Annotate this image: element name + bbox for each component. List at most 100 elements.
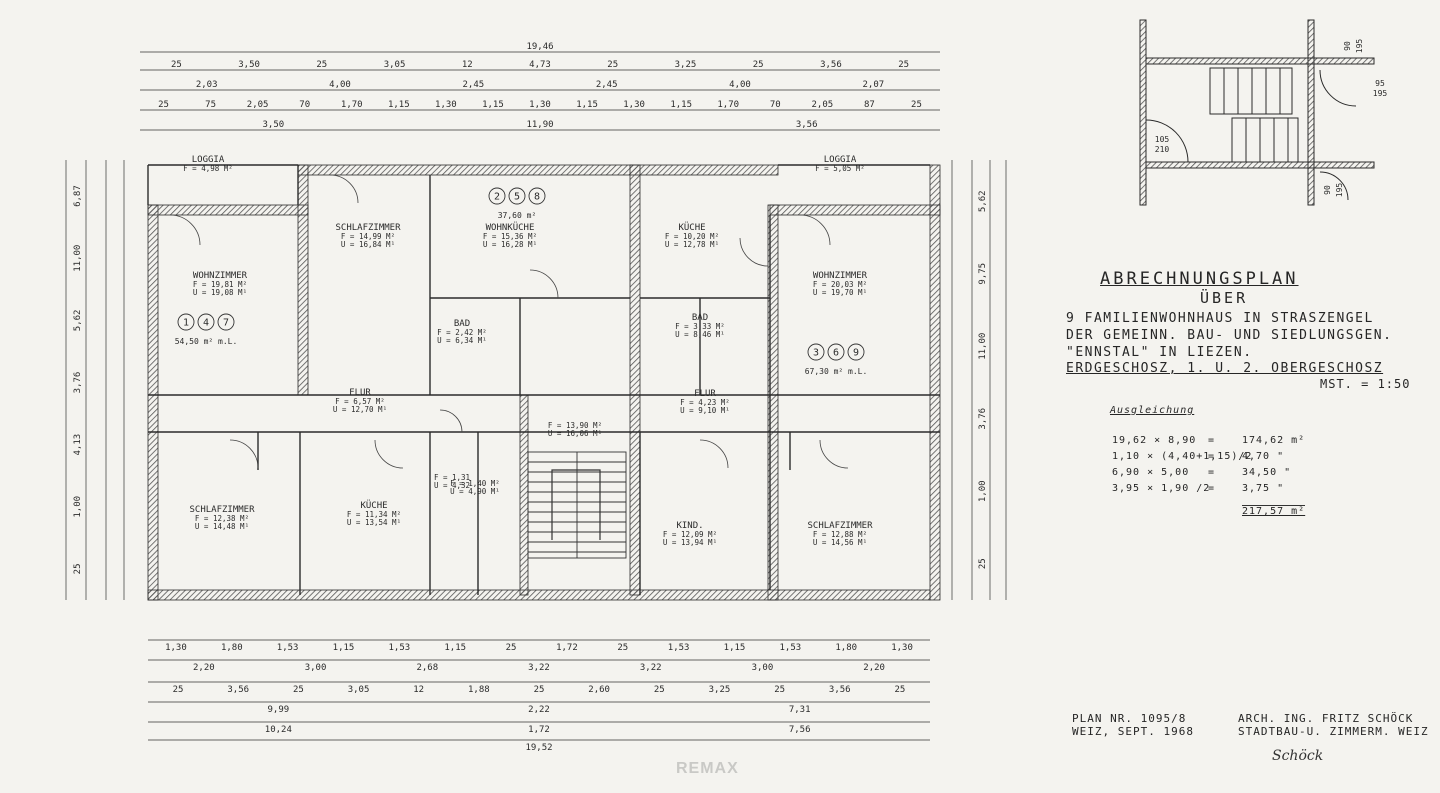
dim-bottom-row2: 2,20 (193, 663, 215, 673)
unit-digit: 1 (183, 318, 189, 329)
dim-top-row1: 25 (898, 60, 909, 70)
room-wc-b: F = 1,40 M²U = 4,90 M¹ (450, 479, 500, 496)
dim-right: 9,75 (978, 263, 988, 285)
room-area: F = 4,23 M² (680, 398, 730, 407)
dim-bottom-row1: 1,53 (389, 643, 411, 653)
room-stiege: F = 13,90 M²U = 16,06 M¹ (548, 421, 602, 438)
plan-subtitle: ÜBER (1200, 289, 1249, 307)
unit-digit: 5 (514, 192, 520, 203)
dim-top-row1: 25 (753, 60, 764, 70)
unit-circle (847, 343, 865, 361)
dim-top-row4: 3,50 (262, 120, 284, 130)
dim-top-row2: 2,07 (862, 80, 884, 90)
room-area: F = 5,05 M² (815, 164, 865, 173)
dim-top-row1: 3,05 (384, 60, 406, 70)
room-perimeter: U = 13,54 M¹ (347, 518, 401, 527)
unit-digit: 7 (223, 318, 229, 329)
dim-top-row3: 1,15 (576, 100, 598, 110)
unit-area-note: 67,30 m² m.L. (805, 367, 868, 376)
calc-expr-2: 1,10 × (4,40+1,15)/2 (1112, 451, 1253, 462)
room-perimeter: U = 14,48 M¹ (195, 522, 249, 531)
dim-top-row1: 25 (171, 60, 182, 70)
room-area: F = 20,03 M² (813, 280, 867, 289)
dim-top-row1: 3,50 (238, 60, 260, 70)
room-area: F = 10,20 M² (665, 232, 719, 241)
room-name: KÜCHE (360, 500, 387, 511)
title-line-4: ERDGESCHOSZ, 1. U. 2. OBERGESCHOSZ (1066, 361, 1384, 376)
stair-detail-dim: 195 (1373, 89, 1388, 98)
dim-bottom-row2: 3,00 (305, 663, 327, 673)
dim-bottom-row3: 25 (293, 685, 304, 695)
room-area: F = 13,90 M² (548, 421, 602, 430)
title-line-2: DER GEMEINN. BAU- UND SIEDLUNGSGEN. (1066, 328, 1393, 343)
dim-bottom-row3: 3,05 (348, 685, 370, 695)
room-perimeter: U = 4,90 M¹ (450, 487, 500, 496)
room-name: WOHNKÜCHE (486, 222, 535, 233)
room-area: F = 12,38 M² (195, 514, 249, 523)
dim-top-row3: 1,70 (717, 100, 739, 110)
dim-top-row3: 87 (864, 100, 875, 110)
room-perimeter: U = 19,70 M¹ (813, 288, 867, 297)
dim-bottom-row1: 1,15 (444, 643, 466, 653)
dim-bottom-row2: 2,20 (863, 663, 885, 673)
scale-label: MST. = 1:50 (1320, 377, 1411, 391)
dim-bottom-row4: 9,99 (267, 705, 289, 715)
unit-circle (217, 313, 235, 331)
dim-top-row2: 4,00 (329, 80, 351, 90)
calc-result-1: 174,62 m² (1242, 435, 1306, 446)
dim-bottom-row1: 1,80 (221, 643, 243, 653)
unit-digit: 6 (833, 348, 839, 359)
unit-circle (488, 187, 506, 205)
room-name: FLUR (349, 388, 371, 398)
room-perimeter: U = 16,28 M¹ (483, 240, 537, 249)
dim-top-row3: 1,70 (341, 100, 363, 110)
dim-bottom-row1: 1,30 (165, 643, 187, 653)
unit-area-note: 37,60 m² (498, 211, 537, 220)
dim-top-row4: 11,90 (526, 120, 553, 130)
room-area: F = 4,98 M² (183, 164, 233, 173)
dim-left: 6,87 (73, 185, 83, 207)
room-area: F = 11,34 M² (347, 510, 401, 519)
dim-top-row1: 12 (462, 60, 473, 70)
dim-top-row4: 3,56 (796, 120, 818, 130)
architect-block: ARCH. ING. FRITZ SCHÖCK STADTBAU-U. ZIMM… (1238, 712, 1429, 738)
dim-top-row3: 1,30 (623, 100, 645, 110)
calc-eq-1: = (1208, 435, 1216, 446)
stair-detail-dim: 90 (1323, 185, 1332, 195)
dim-top-row3: 2,05 (812, 100, 834, 110)
staircase (527, 451, 627, 559)
room-name: FLUR (694, 389, 716, 399)
title-line-1: 9 FAMILIENWOHNHAUS IN STRASZENGEL (1066, 311, 1374, 326)
dim-bottom-row1: 25 (506, 643, 517, 653)
room-perimeter: U = 12,78 M¹ (665, 240, 719, 249)
dim-bottom-row1: 1,53 (277, 643, 299, 653)
dim-top-row3: 70 (299, 100, 310, 110)
unit-circle (827, 343, 845, 361)
room-name: WOHNZIMMER (813, 271, 868, 281)
calc-result-4: 3,75 " (1242, 483, 1285, 494)
dim-top-row2: 2,45 (462, 80, 484, 90)
dim-bottom-row1: 1,30 (891, 643, 913, 653)
dim-bottom-overall: 19,52 (525, 743, 552, 753)
stair-detail-dim: 105 (1155, 135, 1170, 144)
dim-bottom-row3: 12 (413, 685, 424, 695)
dim-top-overall: 19,46 (526, 42, 553, 52)
unit-circle (508, 187, 526, 205)
place-date: WEIZ, SEPT. 1968 (1072, 725, 1194, 738)
room-perimeter: U = 9,10 M¹ (680, 406, 730, 415)
dim-top-row1: 25 (316, 60, 327, 70)
room-area: F = 15,36 M² (483, 232, 537, 241)
unit-area-note: 54,50 m² m.L. (175, 337, 238, 346)
dim-bottom-row1: 25 (617, 643, 628, 653)
